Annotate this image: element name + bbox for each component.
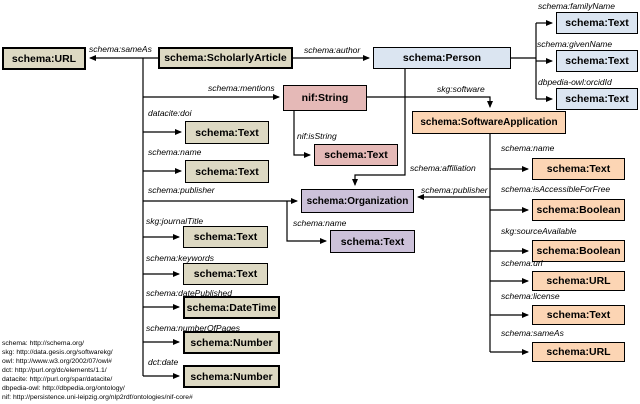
node-schema-text-license: schema:Text (532, 305, 625, 325)
edge-label-source-available: skg:sourceAvailable (501, 226, 577, 236)
legend-line-datacite: datacite: http://purl.org/spar/datacite/ (2, 376, 113, 383)
edge-label-affiliation: schema:affiliation (410, 163, 476, 173)
node-schema-text-given-name: schema:Text (556, 50, 638, 72)
edge-label-orcid: dbpedia-owl:orcidId (538, 77, 612, 87)
edge-label-org-name: schema:name (293, 218, 347, 228)
edge-label-app-sameas: schema:sameAs (501, 328, 564, 338)
edge-person-spine (511, 23, 537, 99)
node-schema-text-orcid: schema:Text (556, 88, 638, 110)
node-schema-person: schema:Person (373, 47, 511, 69)
node-schema-text-journal-title: schema:Text (183, 226, 268, 248)
node-schema-text-is-string: schema:Text (314, 144, 398, 166)
namespace-legend: schema: http://schema.org/ skg: http://d… (2, 339, 193, 402)
edge-label-journal-title: skg:journalTitle (146, 216, 204, 226)
node-schema-text-org-name: schema:Text (330, 230, 415, 253)
node-schema-text-app-name: schema:Text (532, 158, 625, 180)
legend-line-dct: dct: http://purl.org/dc/elements/1.1/ (2, 367, 107, 374)
edge-label-mentions: schema:mentions (208, 83, 275, 93)
edge-label-keywords: schema:keywords (146, 253, 215, 263)
node-schema-text-name: schema:Text (185, 160, 269, 183)
node-schema-scholarly-article: schema:ScholarlyArticle (158, 47, 293, 69)
node-nif-string: nif:String (283, 85, 367, 111)
node-schema-boolean-source: schema:Boolean (532, 240, 625, 262)
edge-label-number-of-pages: schema:numberOfPages (146, 323, 241, 333)
node-schema-organization: schema:Organization (301, 189, 414, 213)
node-schema-url-app: schema:URL (532, 271, 625, 291)
edge-affiliation (352, 69, 406, 186)
legend-line-owl: owl: http://www.w3.org/2002/07/owl# (2, 358, 112, 365)
edge-label-given-name: schema:givenName (537, 39, 613, 49)
node-schema-text-doi: schema:Text (185, 121, 269, 144)
edge-label-name: schema:name (148, 147, 202, 157)
node-schema-boolean-free: schema:Boolean (532, 199, 625, 221)
edge-software (367, 96, 493, 108)
node-schema-number-pages: schema:Number (183, 331, 280, 354)
edge-label-date-published: schema:datePublished (146, 288, 233, 298)
node-schema-software-application: schema:SoftwareApplication (412, 111, 566, 134)
edge-label-publisher-left: schema:publisher (148, 185, 215, 195)
node-schema-text-keywords: schema:Text (183, 263, 268, 285)
node-schema-url-sameas: schema:URL (532, 342, 625, 362)
legend-line-dbpedia-owl: dbpedia-owl: http://dbpedia.org/ontology… (2, 385, 125, 392)
edge-label-url: schema:url (501, 258, 543, 268)
edge-label-dct-date: dct:date (148, 357, 179, 367)
node-schema-url: schema:URL (2, 47, 86, 70)
edge-label-author: schema:author (304, 45, 361, 55)
node-schema-number-date: schema:Number (183, 365, 280, 388)
legend-line-skg: skg: http://data.gesis.org/softwarekg/ (2, 349, 113, 356)
edge-label-is-string: nif:isString (297, 131, 337, 141)
edge-label-doi: datacite:doi (148, 108, 192, 118)
edge-label-family-name: schema:familyName (538, 1, 615, 11)
edge-org-name (286, 201, 327, 244)
edge-label-publisher-right: schema:publisher (421, 185, 488, 195)
node-schema-datetime: schema:DateTime (183, 296, 280, 319)
edge-label-accessible-free: schema:isAccessibleForFree (501, 184, 611, 194)
legend-line-schema: schema: http://schema.org/ (2, 340, 84, 347)
edge-label-software: skg:software (437, 84, 485, 94)
legend-line-nif: nif: http://persistence.uni-leipzig.org/… (2, 394, 193, 401)
edge-label-sameas: schema:sameAs (89, 44, 152, 54)
edge-label-license: schema:license (501, 291, 560, 301)
edge-label-app-name: schema:name (501, 143, 555, 153)
edge-is-string (293, 111, 311, 158)
node-schema-text-family-name: schema:Text (556, 12, 638, 34)
